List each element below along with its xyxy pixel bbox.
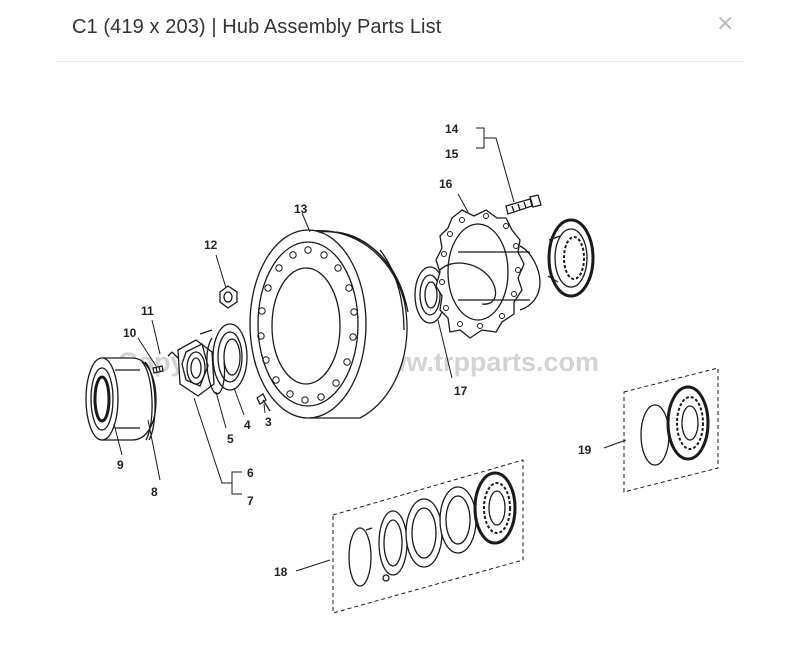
part-5-split-ring[interactable] — [199, 329, 226, 395]
callout-labels: 11 10 12 13 14 15 16 17 4 3 5 9 6 8 7 19… — [117, 122, 592, 579]
close-icon[interactable]: × — [716, 11, 735, 36]
callout-7: 7 — [247, 494, 254, 508]
callout-9: 9 — [117, 458, 124, 472]
part-10-screw[interactable] — [152, 365, 164, 374]
parts-diagram: Copyright © 2008 - www.trpparts.com — [0, 62, 800, 650]
callout-14: 14 — [445, 122, 459, 136]
part-4-washer[interactable] — [212, 323, 248, 391]
header-divider — [56, 61, 744, 62]
part-outer-bearing[interactable] — [547, 218, 595, 298]
callout-17: 17 — [454, 384, 468, 398]
callout-13: 13 — [294, 202, 308, 216]
part-9-hub-cap[interactable] — [85, 357, 157, 441]
part-8-gasket[interactable] — [141, 361, 156, 441]
callout-4: 4 — [244, 418, 251, 432]
callout-18: 18 — [274, 565, 288, 579]
callout-3: 3 — [265, 415, 272, 429]
part-18-bearing-kit[interactable] — [332, 459, 524, 614]
callout-6: 6 — [247, 466, 254, 480]
callout-19: 19 — [578, 443, 592, 457]
callout-10: 10 — [123, 326, 137, 340]
callout-12: 12 — [204, 238, 218, 252]
callout-16: 16 — [439, 177, 453, 191]
modal-header: C1 (419 x 203) | Hub Assembly Parts List… — [0, 0, 800, 62]
hub-exploded-view: Copyright © 2008 - www.trpparts.com — [85, 122, 719, 614]
callout-15: 15 — [445, 147, 459, 161]
callout-11: 11 — [141, 304, 154, 318]
callout-5: 5 — [227, 432, 234, 446]
part-3-bolt[interactable] — [256, 393, 271, 412]
callout-8: 8 — [151, 485, 158, 499]
part-12-nut[interactable] — [219, 285, 238, 309]
part-6-7-hex-nut[interactable] — [177, 339, 215, 397]
part-11-lock-ring[interactable] — [167, 351, 179, 359]
leader-lines — [113, 127, 627, 572]
part-14-15-wheel-stud[interactable] — [505, 194, 542, 215]
part-13-brake-drum[interactable] — [249, 229, 409, 419]
part-16-hub[interactable] — [435, 209, 541, 339]
modal-title: C1 (419 x 203) | Hub Assembly Parts List — [72, 16, 442, 38]
part-19-bearing-kit[interactable] — [623, 367, 719, 493]
